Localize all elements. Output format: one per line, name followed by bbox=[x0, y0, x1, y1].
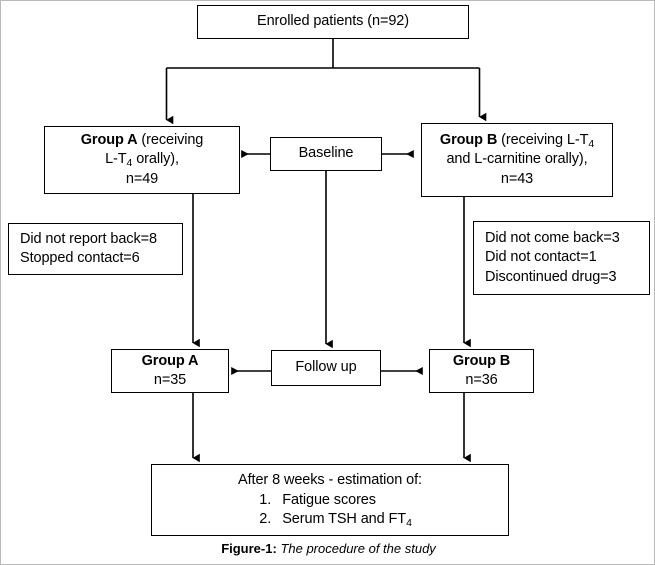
group-a-drug-post: orally), bbox=[132, 151, 179, 168]
dropout-a-line-1: Did not report back=8 bbox=[20, 230, 157, 247]
enrolled-label: Enrolled patients (n=92) bbox=[257, 13, 409, 30]
node-group-a-followup: Group A n=35 bbox=[111, 349, 229, 393]
dropout-b-line-2: Did not contact=1 bbox=[485, 249, 597, 266]
group-b-followup-title: Group B bbox=[452, 352, 511, 369]
group-a-line-1: Group A (receiving bbox=[81, 131, 204, 150]
outcome-title: After 8 weeks - estimation of: bbox=[238, 471, 422, 488]
dropout-a-line-2: Stopped contact=6 bbox=[20, 250, 140, 266]
group-b-title: Group B bbox=[439, 132, 498, 149]
group-b-line-2: and L-carnitine orally), bbox=[446, 151, 588, 168]
outcome-item-2-number: 2. bbox=[259, 511, 272, 528]
node-group-b: Group B (receiving L-T4 and L-carnitine … bbox=[421, 123, 613, 197]
group-a-line-2: L-T4 orally), bbox=[105, 150, 179, 169]
node-outcome-assessment: After 8 weeks - estimation of: 1. Fatigu… bbox=[151, 464, 509, 536]
baseline-label: Baseline bbox=[298, 145, 354, 162]
dropout-b-line-1: Did not come back=3 bbox=[485, 230, 620, 247]
group-a-title: Group A bbox=[80, 132, 138, 149]
outcome-item-2-label: Serum TSH and FT4 bbox=[282, 510, 412, 529]
node-group-b-followup: Group B n=36 bbox=[429, 349, 534, 393]
outcome-item-2: 2. Serum TSH and FT4 bbox=[248, 510, 412, 529]
group-b-line-1: Group B (receiving L-T4 bbox=[440, 131, 594, 150]
outcome-item-1-label: Fatigue scores bbox=[282, 491, 376, 508]
figure-caption-text: The procedure of the study bbox=[280, 541, 436, 556]
outcome-list: 1. Fatigue scores 2. Serum TSH and FT4 bbox=[248, 491, 412, 529]
outcome-item-1: 1. Fatigue scores bbox=[248, 491, 376, 510]
group-a-title-rest: (receiving bbox=[137, 132, 204, 149]
outcome-item-2-sub: 4 bbox=[406, 517, 412, 529]
group-b-followup-count: n=36 bbox=[465, 372, 498, 388]
node-dropout-group-a: Did not report back=8 Stopped contact=6 bbox=[8, 223, 183, 275]
group-b-drug-sub: 4 bbox=[588, 139, 595, 151]
outcome-item-1-number: 1. bbox=[259, 491, 272, 508]
node-followup: Follow up bbox=[271, 350, 381, 386]
node-enrolled-patients: Enrolled patients (n=92) bbox=[197, 5, 469, 39]
figure-caption: Figure-1: The procedure of the study bbox=[1, 541, 654, 556]
outcome-item-2-text: Serum TSH and FT bbox=[282, 511, 407, 528]
group-a-followup-title: Group A bbox=[141, 352, 199, 369]
node-baseline: Baseline bbox=[270, 137, 382, 171]
group-a-drug-sub: 4 bbox=[126, 158, 133, 170]
group-b-count: n=43 bbox=[500, 170, 534, 187]
dropout-b-line-3: Discontinued drug=3 bbox=[485, 268, 617, 285]
group-a-followup-count: n=35 bbox=[153, 372, 187, 388]
followup-label: Follow up bbox=[295, 359, 357, 376]
figure-caption-label: Figure-1: bbox=[221, 541, 277, 556]
group-a-count: n=49 bbox=[125, 170, 159, 187]
group-a-drug-pre: L-T bbox=[105, 151, 127, 168]
group-b-title-rest: (receiving L-T bbox=[497, 132, 589, 149]
node-group-a: Group A (receiving L-T4 orally), n=49 bbox=[44, 126, 240, 194]
node-dropout-group-b: Did not come back=3 Did not contact=1 Di… bbox=[473, 221, 650, 295]
